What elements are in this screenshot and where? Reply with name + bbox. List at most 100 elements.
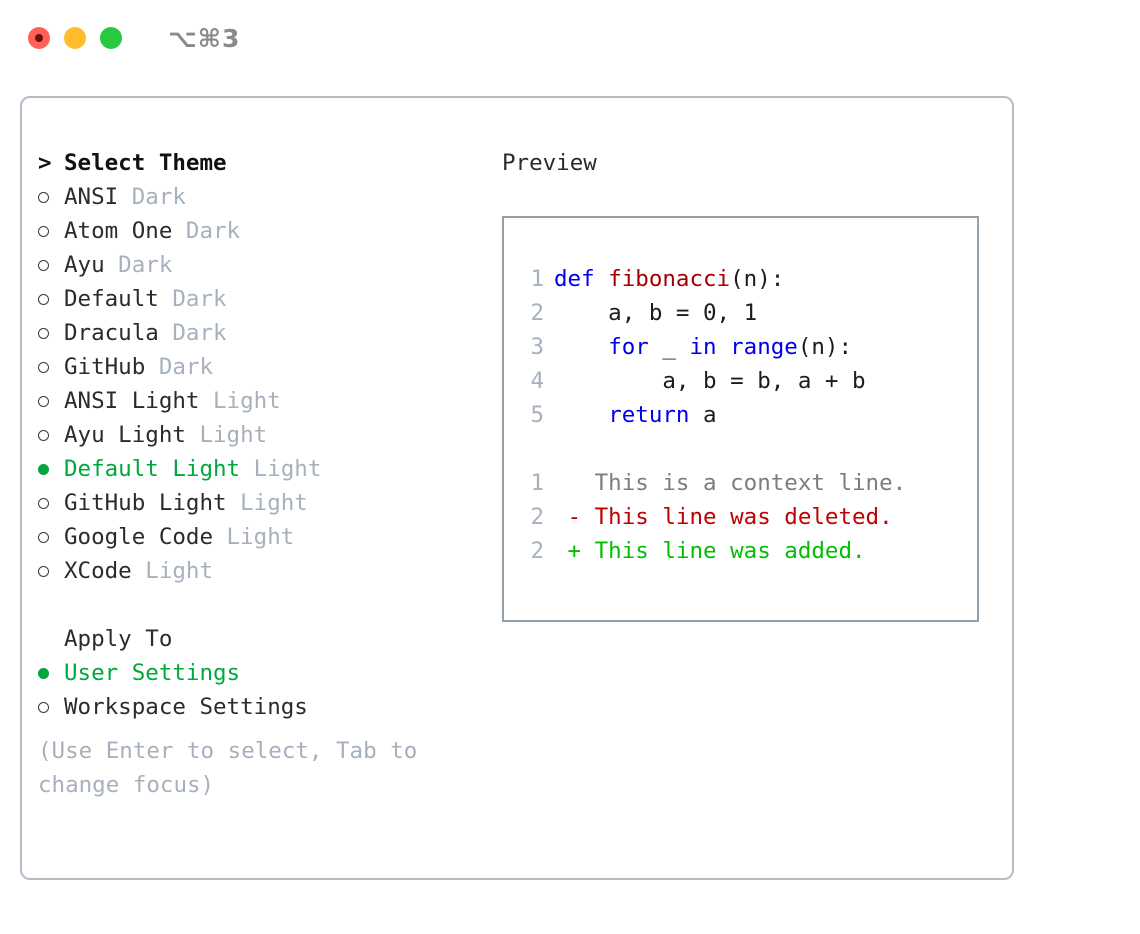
code-token: a [689, 402, 717, 428]
radio-unselected-icon[interactable] [38, 293, 64, 305]
code-token: fibonacci [608, 266, 731, 292]
apply-to-item[interactable]: User Settings [38, 656, 498, 690]
diff-line: 1 This is a context line. [504, 466, 977, 500]
theme-list-item[interactable]: XCode Light [38, 554, 498, 588]
code-token [554, 334, 608, 360]
keyboard-hint: (Use Enter to select, Tab to change focu… [38, 738, 431, 798]
select-theme-heading-label: Select Theme [64, 150, 227, 176]
radio-dot [38, 327, 49, 339]
theme-list-item[interactable]: GitHub Light Light [38, 486, 498, 520]
theme-variant-label: Light [213, 524, 295, 550]
radio-dot [38, 259, 49, 271]
theme-name-label: ANSI [64, 184, 119, 210]
apply-to-label: Workspace Settings [64, 694, 308, 720]
radio-unselected-icon[interactable] [38, 327, 64, 339]
radio-dot [38, 225, 49, 237]
theme-list-item[interactable]: Ayu Light Light [38, 418, 498, 452]
radio-selected-icon[interactable] [38, 667, 64, 679]
radio-unselected-icon[interactable] [38, 531, 64, 543]
theme-list-item[interactable]: Default Dark [38, 282, 498, 316]
code-text: def fibonacci(n): [544, 266, 784, 292]
code-token: for [608, 334, 649, 360]
theme-variant-label: Dark [118, 184, 186, 210]
theme-variant-label: Light [199, 388, 281, 414]
select-theme-heading: >Select Theme [38, 146, 498, 180]
code-token: (n): [730, 266, 785, 292]
radio-unselected-icon[interactable] [38, 565, 64, 577]
code-token: return [608, 402, 690, 428]
radio-dot [38, 293, 49, 305]
theme-name-label: Default [64, 286, 159, 312]
radio-dot [38, 395, 49, 407]
line-number: 1 [530, 266, 544, 292]
line-number: 2 [530, 504, 544, 530]
apply-to-heading: Apply To [38, 622, 498, 656]
theme-variant-label: Light [226, 490, 308, 516]
code-text: a, b = b, a + b [544, 368, 866, 394]
radio-unselected-icon[interactable] [38, 225, 64, 237]
radio-unselected-icon[interactable] [38, 361, 64, 373]
code-token: a, b = b, a + b [554, 368, 866, 394]
line-number: 2 [530, 538, 544, 564]
minimize-button[interactable] [64, 27, 86, 49]
theme-list-item[interactable]: GitHub Dark [38, 350, 498, 384]
theme-name-label: Ayu Light [64, 422, 186, 448]
theme-list-item[interactable]: ANSI Light Light [38, 384, 498, 418]
theme-list-item[interactable]: Ayu Dark [38, 248, 498, 282]
theme-name-label: Default Light [64, 456, 241, 482]
theme-name-label: XCode [64, 558, 132, 584]
code-text: for _ in range(n): [544, 334, 852, 360]
radio-dot [38, 565, 49, 577]
theme-list-item[interactable]: Google Code Light [38, 520, 498, 554]
window-controls [28, 27, 122, 49]
radio-dot [38, 191, 49, 203]
line-number: 1 [530, 470, 544, 496]
line-number: 5 [530, 402, 544, 428]
title-bar: ⌥⌘3 [0, 0, 1140, 76]
theme-name-label: GitHub [64, 354, 146, 380]
theme-list-item[interactable]: Dracula Dark [38, 316, 498, 350]
theme-list-item[interactable]: Atom One Dark [38, 214, 498, 248]
theme-list-item[interactable]: ANSI Dark [38, 180, 498, 214]
radio-unselected-icon[interactable] [38, 191, 64, 203]
theme-variant-label: Light [185, 422, 268, 448]
diff-line: 2 - This line was deleted. [504, 500, 977, 534]
radio-dot [38, 429, 49, 441]
radio-dot [38, 463, 49, 475]
radio-unselected-icon[interactable] [38, 429, 64, 441]
theme-name-label: Google Code [64, 524, 214, 550]
maximize-button[interactable] [100, 27, 122, 49]
apply-to-heading-label: Apply To [64, 626, 173, 652]
radio-unselected-icon[interactable] [38, 497, 64, 509]
theme-list-item[interactable]: Default Light Light [38, 452, 498, 486]
line-number: 4 [530, 368, 544, 394]
radio-dot [38, 497, 49, 509]
code-token: in [689, 334, 717, 360]
radio-unselected-icon[interactable] [38, 701, 64, 713]
theme-name-label: Atom One [64, 218, 173, 244]
theme-variant-label: Light [240, 456, 322, 482]
radio-unselected-icon[interactable] [38, 259, 64, 271]
radio-unselected-icon[interactable] [38, 395, 64, 407]
shortcut-label: ⌥⌘3 [168, 23, 241, 53]
list-spacer [38, 588, 498, 622]
radio-selected-icon[interactable] [38, 463, 64, 475]
code-token [554, 402, 608, 428]
diff-text: - This line was deleted. [554, 504, 893, 530]
diff-text: + This line was added. [554, 538, 866, 564]
radio-dot [38, 361, 49, 373]
apply-to-item[interactable]: Workspace Settings [38, 690, 498, 724]
code-line: 2 a, b = 0, 1 [504, 296, 977, 330]
preview-title: Preview [502, 150, 597, 176]
close-button[interactable] [28, 27, 50, 49]
theme-variant-label: Light [131, 558, 214, 584]
radio-dot [38, 701, 49, 713]
